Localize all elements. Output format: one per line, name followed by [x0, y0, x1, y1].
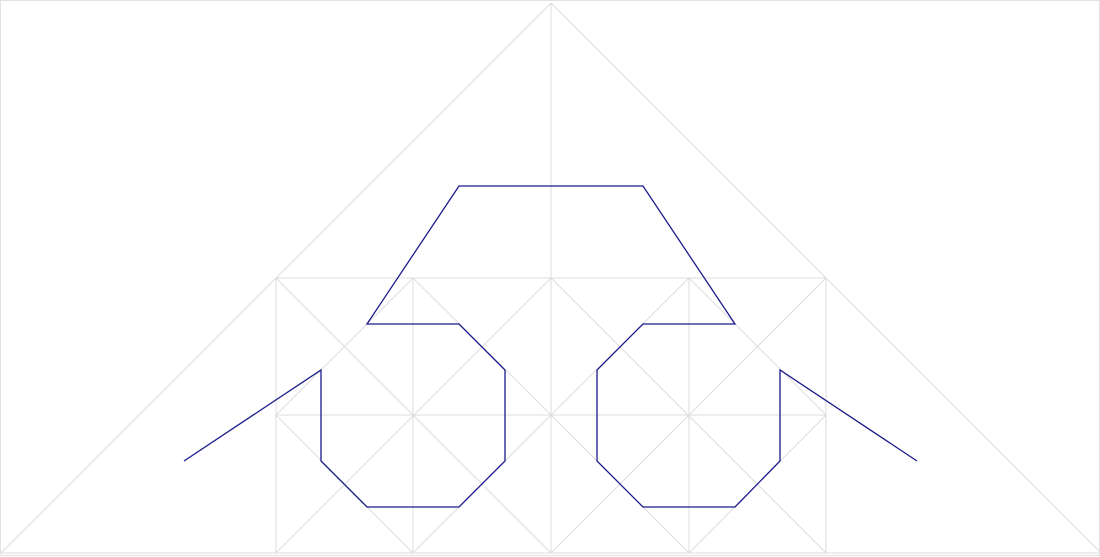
grid-line: [688, 277, 827, 416]
grid-line: [550, 277, 827, 554]
grid-line: [275, 277, 552, 554]
fractal-curve: [183, 185, 918, 508]
fractal-curve-group: [183, 185, 918, 508]
grid-line: [275, 277, 414, 416]
